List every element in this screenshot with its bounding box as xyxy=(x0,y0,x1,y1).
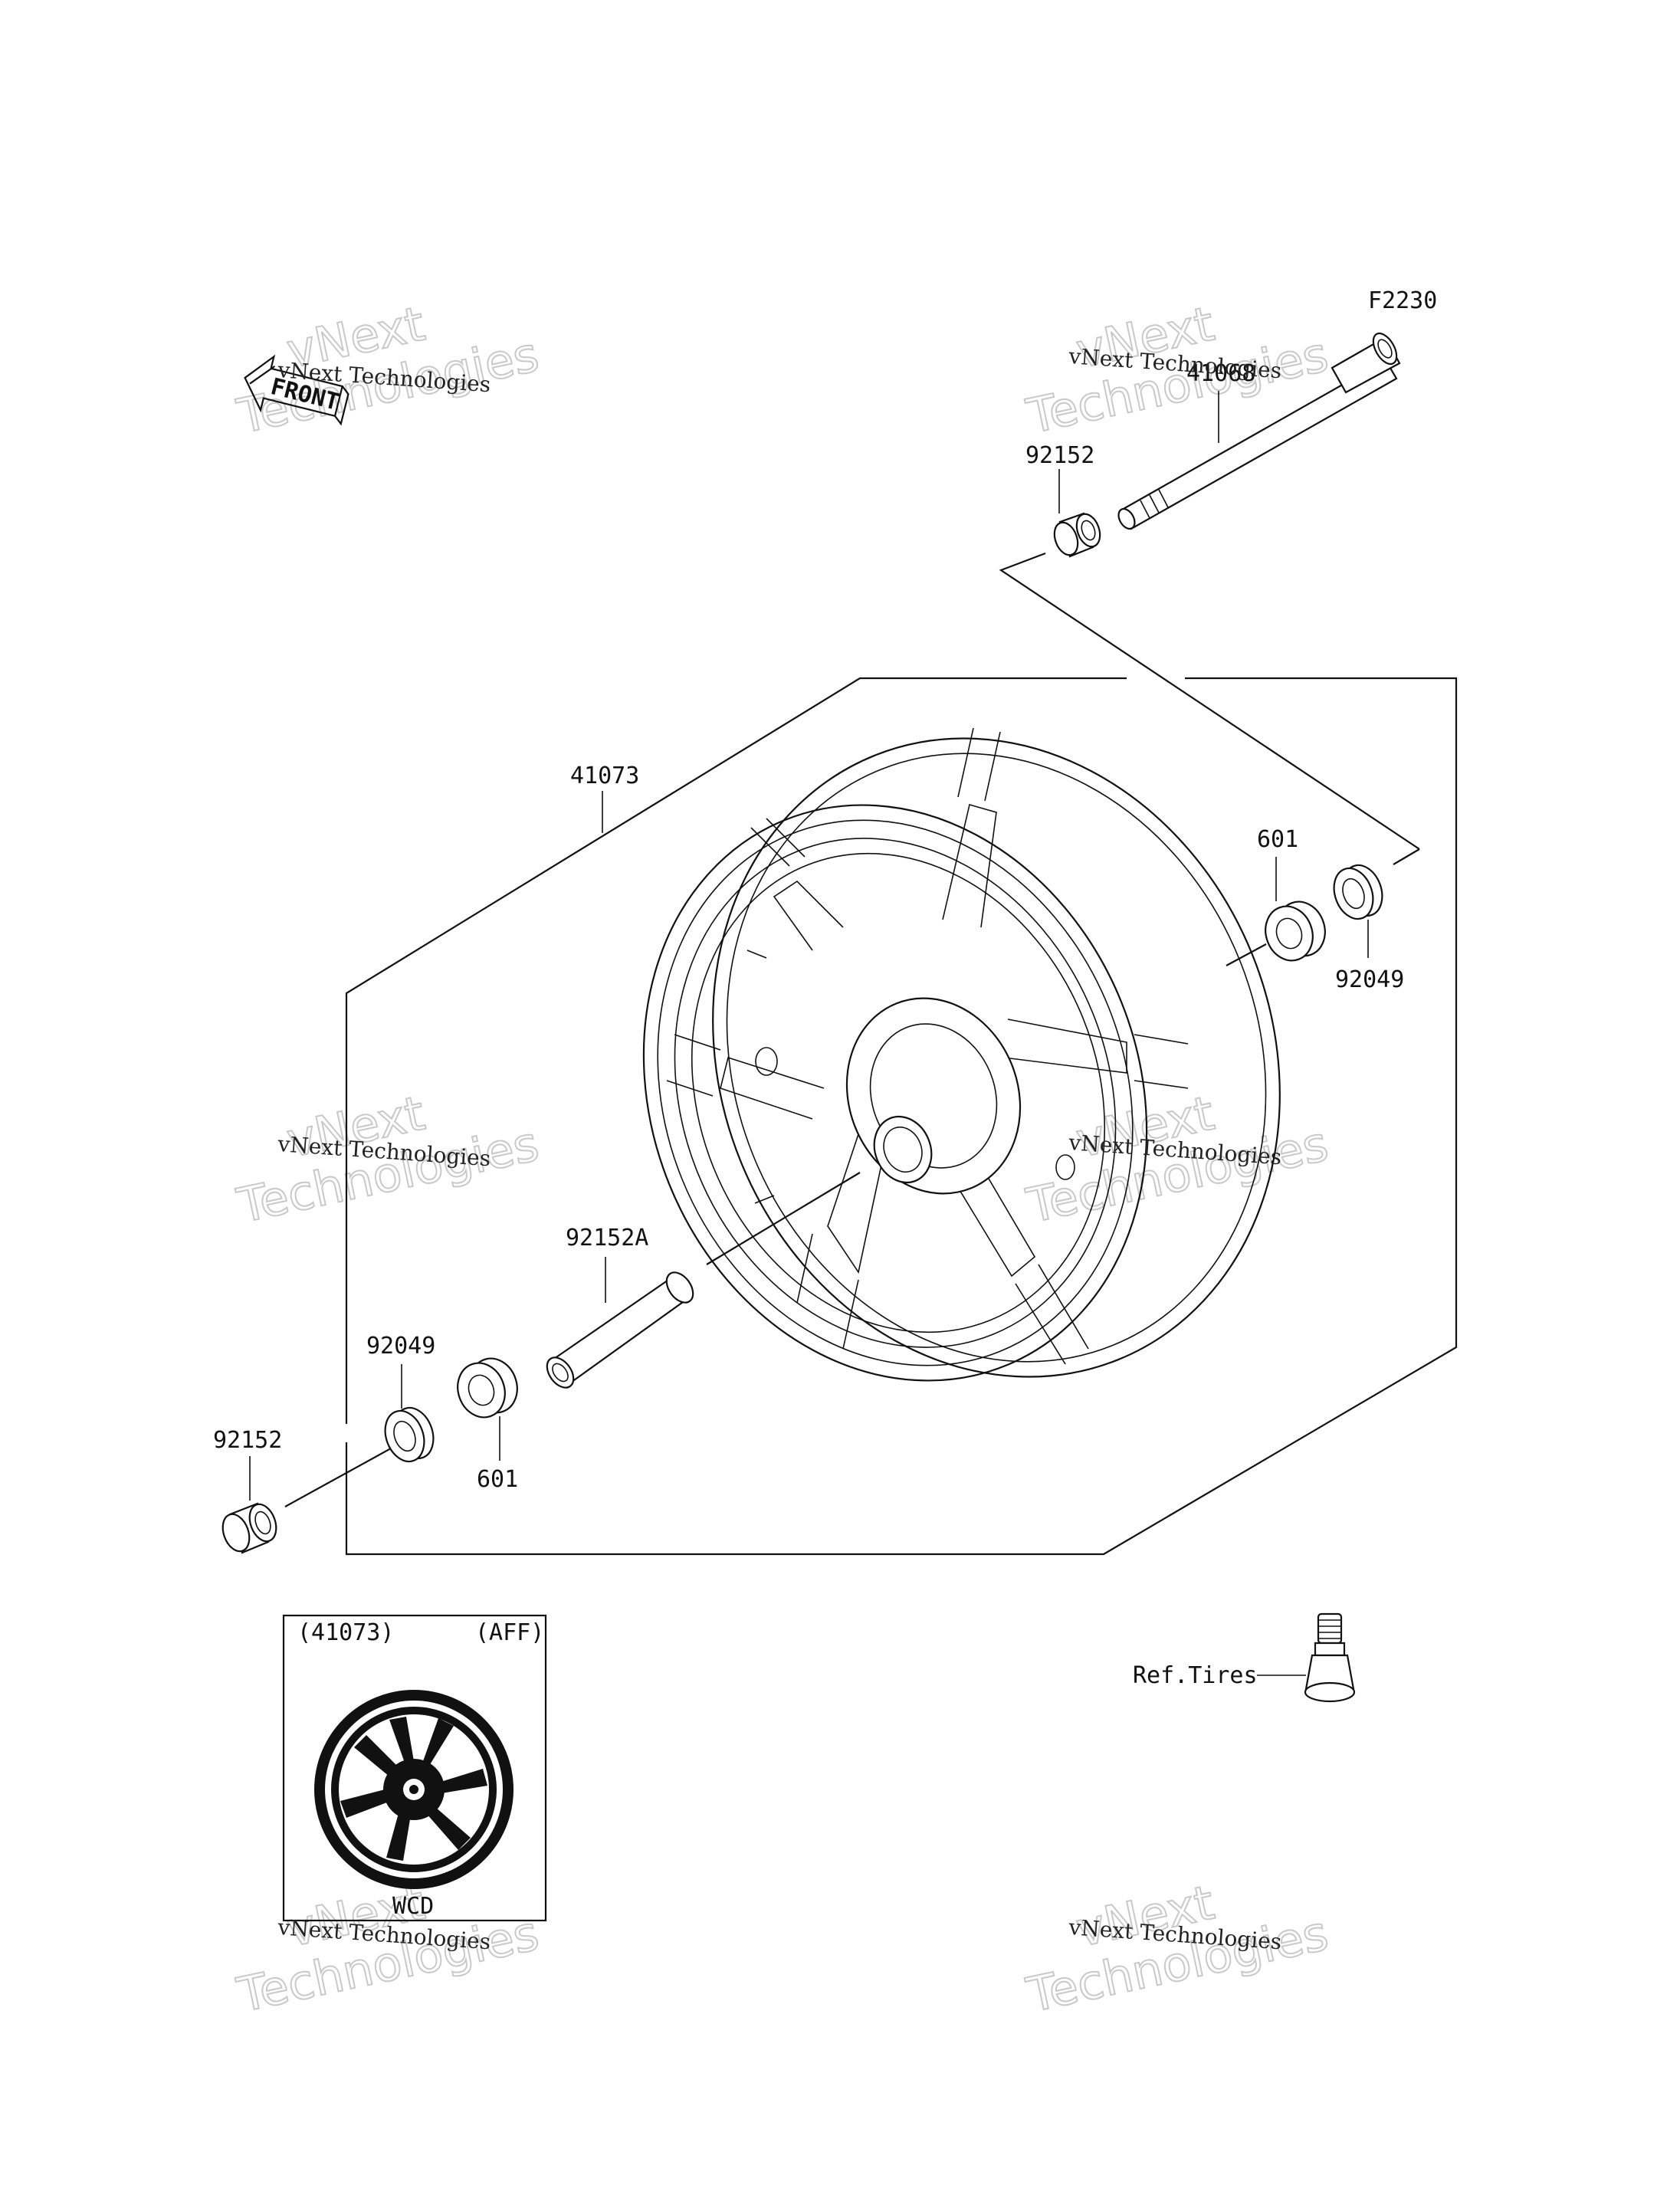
diagram-code: F2230 xyxy=(1368,287,1437,314)
inset-part-ref: (41073) xyxy=(297,1619,394,1646)
part-label-bearing-left: 601 xyxy=(477,1466,518,1493)
part-label-wheel: 41073 xyxy=(570,763,639,789)
spacer xyxy=(546,1271,694,1389)
part-label-seal-left: 92049 xyxy=(366,1333,435,1360)
inset-caption: WCD xyxy=(392,1893,434,1920)
inset-color-code: (AFF) xyxy=(475,1619,544,1646)
seal-right xyxy=(1333,864,1383,920)
assembly-guide-line xyxy=(284,1448,392,1507)
bearing-left xyxy=(457,1357,518,1419)
part-label-axle: 41068 xyxy=(1186,360,1255,387)
inset-variant-box: (41073) (AFF) WCD xyxy=(282,1614,547,1922)
seal-left xyxy=(384,1406,435,1463)
assembly-bracket-bottom xyxy=(345,677,1458,1556)
part-label-collar-top: 92152 xyxy=(1025,442,1094,469)
bearing-right xyxy=(1265,900,1326,962)
inset-wheel-icon xyxy=(314,1690,514,1889)
part-label-bearing-right: 601 xyxy=(1257,826,1298,853)
collar-top xyxy=(1053,512,1101,558)
assembly-guide-line xyxy=(1226,943,1267,966)
part-label-collar-left: 92152 xyxy=(213,1427,282,1454)
assembly-guide-line xyxy=(1393,848,1420,865)
collar-left xyxy=(221,1502,277,1554)
part-label-seal-right: 92049 xyxy=(1335,966,1404,993)
assembly-guide-line xyxy=(706,1172,861,1265)
wheel-spokes xyxy=(666,727,1189,1365)
assembly-bracket-left xyxy=(345,677,1127,1424)
watermark: vNext Technologies xyxy=(231,1084,544,1235)
valve-stem-icon xyxy=(1304,1612,1356,1703)
valve-ref-label: Ref.Tires xyxy=(1133,1662,1258,1689)
wheel-assembly xyxy=(642,727,1281,1382)
assembly-guide-line xyxy=(999,552,1420,850)
part-label-spacer: 92152A xyxy=(566,1225,648,1251)
front-axle xyxy=(1117,332,1401,530)
